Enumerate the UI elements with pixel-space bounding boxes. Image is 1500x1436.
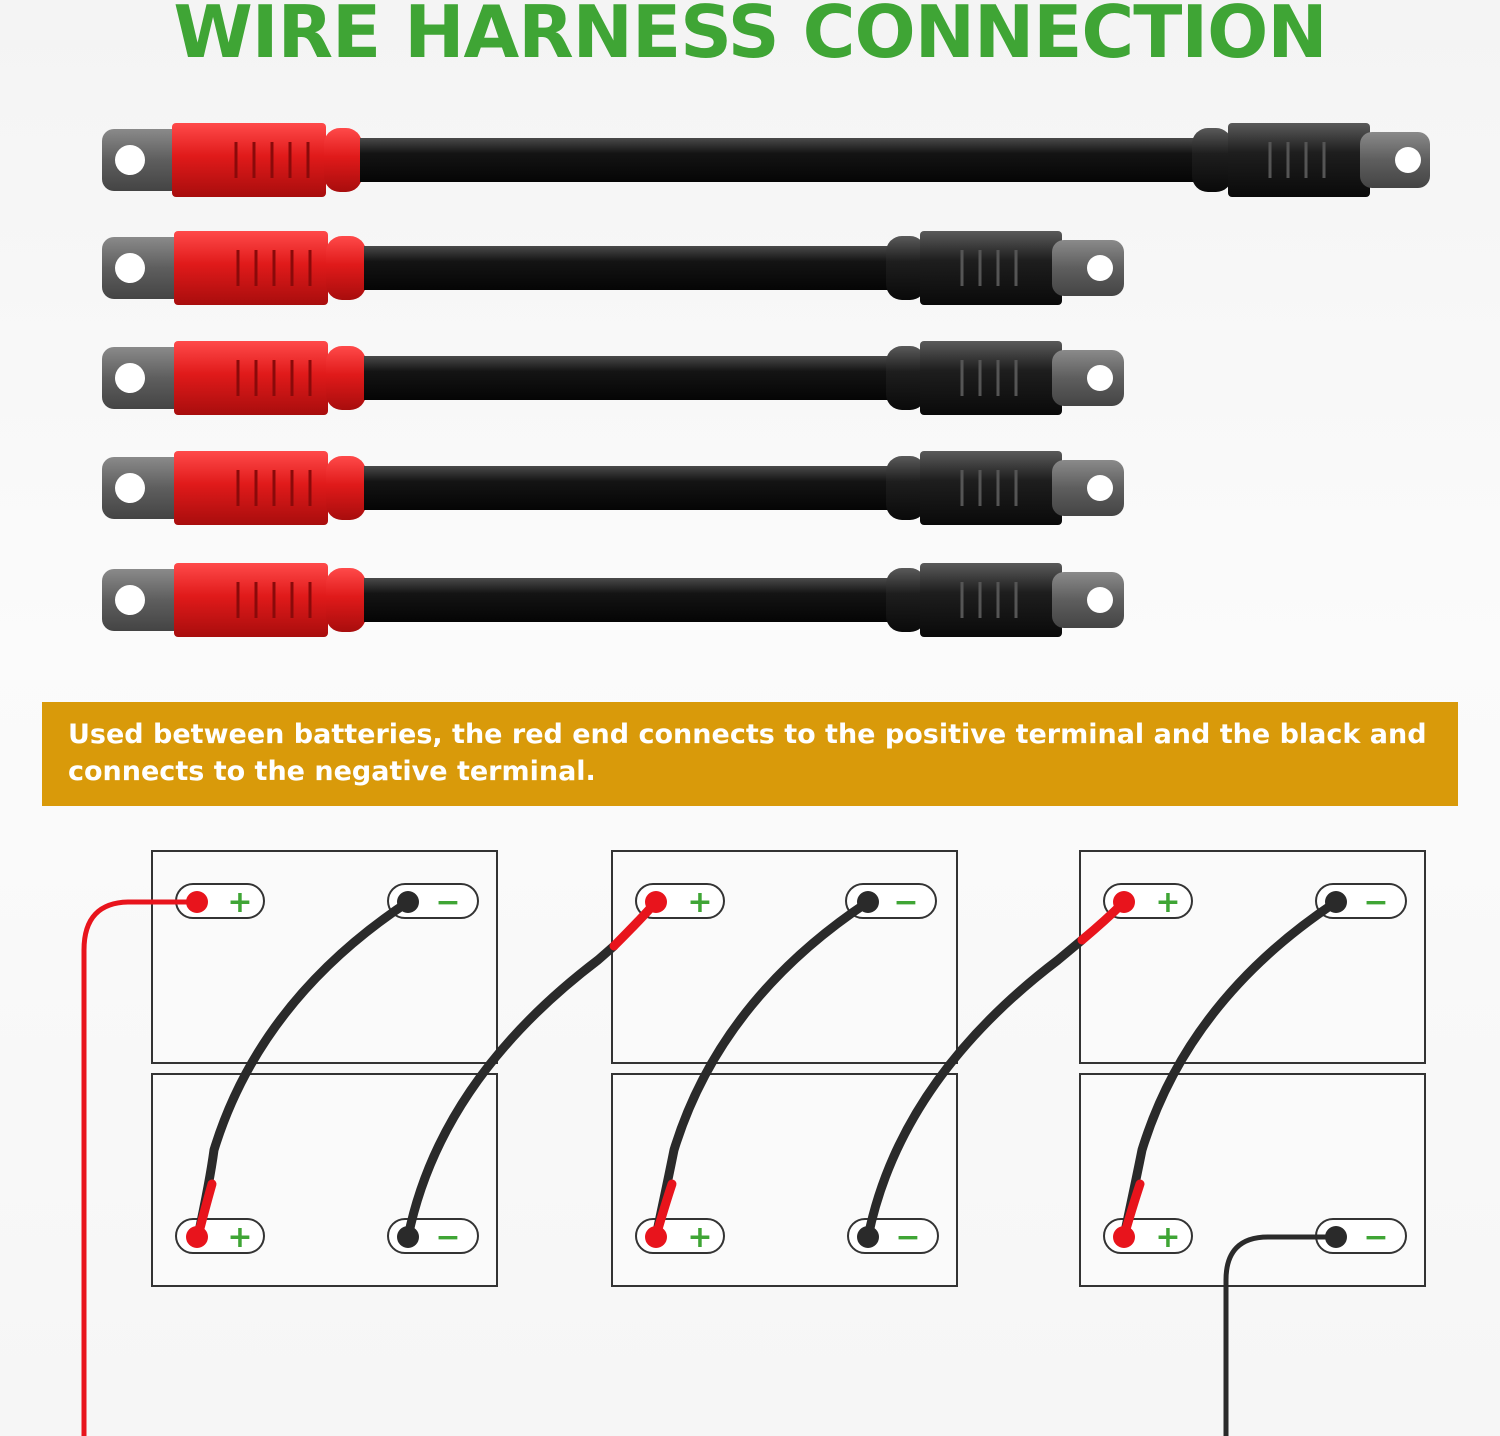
negative-terminal-icon: − — [1363, 1220, 1388, 1255]
instruction-banner: Used between batteries, the red end conn… — [42, 702, 1458, 806]
negative-terminal-icon: − — [893, 885, 918, 920]
battery-icon — [151, 850, 1426, 1287]
jumper-wire — [403, 941, 619, 1242]
negative-terminal-icon: − — [435, 1220, 460, 1255]
positive-terminal-icon: + — [227, 885, 252, 920]
jumper-wire — [863, 935, 1087, 1242]
main-negative-wire — [1223, 1234, 1339, 1436]
negative-terminal-icon: − — [435, 885, 460, 920]
positive-terminal-icon: + — [687, 1220, 712, 1255]
instruction-text: Used between batteries, the red end conn… — [68, 719, 1427, 787]
main-positive-wire — [81, 899, 199, 1436]
positive-terminal-icon: + — [1155, 885, 1180, 920]
positive-terminal-icon: + — [687, 885, 712, 920]
negative-terminal-icon: − — [895, 1220, 920, 1255]
negative-terminal-icon: − — [1363, 885, 1388, 920]
positive-terminal-icon: + — [1155, 1220, 1180, 1255]
page-title: WIRE HARNESS CONNECTION — [173, 0, 1327, 74]
positive-terminal-icon: + — [227, 1220, 252, 1255]
